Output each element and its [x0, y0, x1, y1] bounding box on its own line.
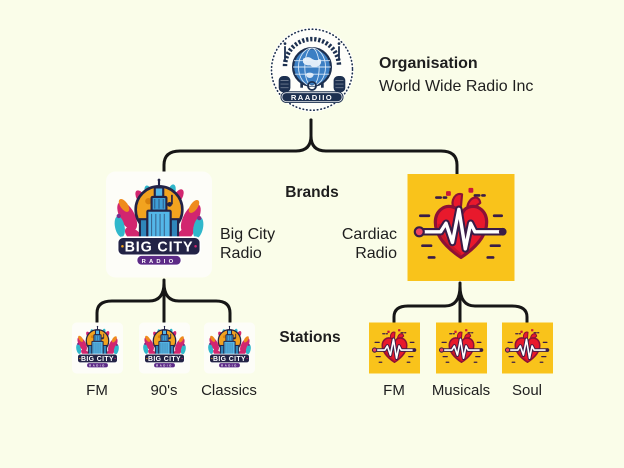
station-label: Classics — [201, 382, 257, 399]
cardiac-radio-logo — [407, 174, 515, 281]
connector-org-to-cardiac — [309, 118, 459, 178]
big-city-badge-text: BIG CITY — [212, 356, 245, 363]
big-city-badge-text: BIG CITY — [147, 356, 180, 363]
big-city-classics-logo: BIG CITY RADIO — [204, 322, 255, 374]
station-label: Musicals — [431, 382, 491, 399]
big-city-radio-label: Big City Radio — [220, 225, 275, 263]
big-city-radio-logo: BIG CITY RADIO — [106, 171, 212, 278]
organisation-section-label: Organisation — [379, 55, 478, 72]
big-city-radio-label-line1: Big City — [220, 226, 276, 243]
station-cardiac-fm: FM — [362, 322, 426, 399]
organisation-text-block: Organisation World Wide Radio Inc — [379, 52, 533, 98]
connector-org-to-bigcity — [162, 118, 313, 175]
big-city-badge-subtext: RADIO — [221, 364, 238, 368]
station-label: Soul — [511, 382, 543, 399]
cardiac-soul-logo — [502, 322, 553, 374]
connector-cardiac-right — [458, 284, 529, 324]
organisation-name: World Wide Radio Inc — [379, 78, 534, 95]
station-cardiac-soul: Soul — [495, 322, 559, 399]
connector-bigcity-left — [95, 281, 166, 324]
big-city-90s-logo: BIG CITY RADIO — [139, 322, 190, 374]
connector-bigcity-right — [162, 281, 232, 324]
station-cardiac-musicals: Musicals — [429, 322, 493, 399]
big-city-badge-subtext: RADIO — [89, 364, 106, 368]
big-city-fm-logo: BIG CITY RADIO — [72, 322, 123, 374]
big-city-badge-subtext: RADIO — [142, 259, 177, 265]
big-city-radio-label-line2: Radio — [220, 245, 262, 262]
big-city-badge-text: BIG CITY — [80, 356, 113, 363]
cardiac-radio-label: Cardiac Radio — [297, 225, 397, 263]
station-label: FM — [383, 382, 405, 399]
station-big-city-90s: BIG CITY RADIO 90's — [132, 322, 196, 399]
station-label: FM — [86, 382, 108, 399]
world-wide-radio-logo: RAADIIO — [267, 25, 357, 118]
connector-cardiac-left — [392, 284, 462, 324]
cardiac-radio-label-line1: Cardiac — [341, 226, 397, 243]
station-label: 90's — [150, 382, 178, 399]
brands-section-label: Brands — [285, 184, 339, 201]
cardiac-fm-logo — [369, 322, 420, 374]
big-city-badge-subtext: RADIO — [156, 364, 173, 368]
org-logo-banner-text: RAADIIO — [291, 93, 333, 102]
station-big-city-classics: BIG CITY RADIO Classics — [197, 322, 261, 399]
big-city-badge-text: BIG CITY — [125, 240, 194, 256]
stations-section-label: Stations — [279, 329, 341, 346]
station-big-city-fm: BIG CITY RADIO FM — [65, 322, 129, 399]
cardiac-musicals-logo — [436, 322, 487, 374]
cardiac-radio-label-line2: Radio — [355, 245, 397, 262]
